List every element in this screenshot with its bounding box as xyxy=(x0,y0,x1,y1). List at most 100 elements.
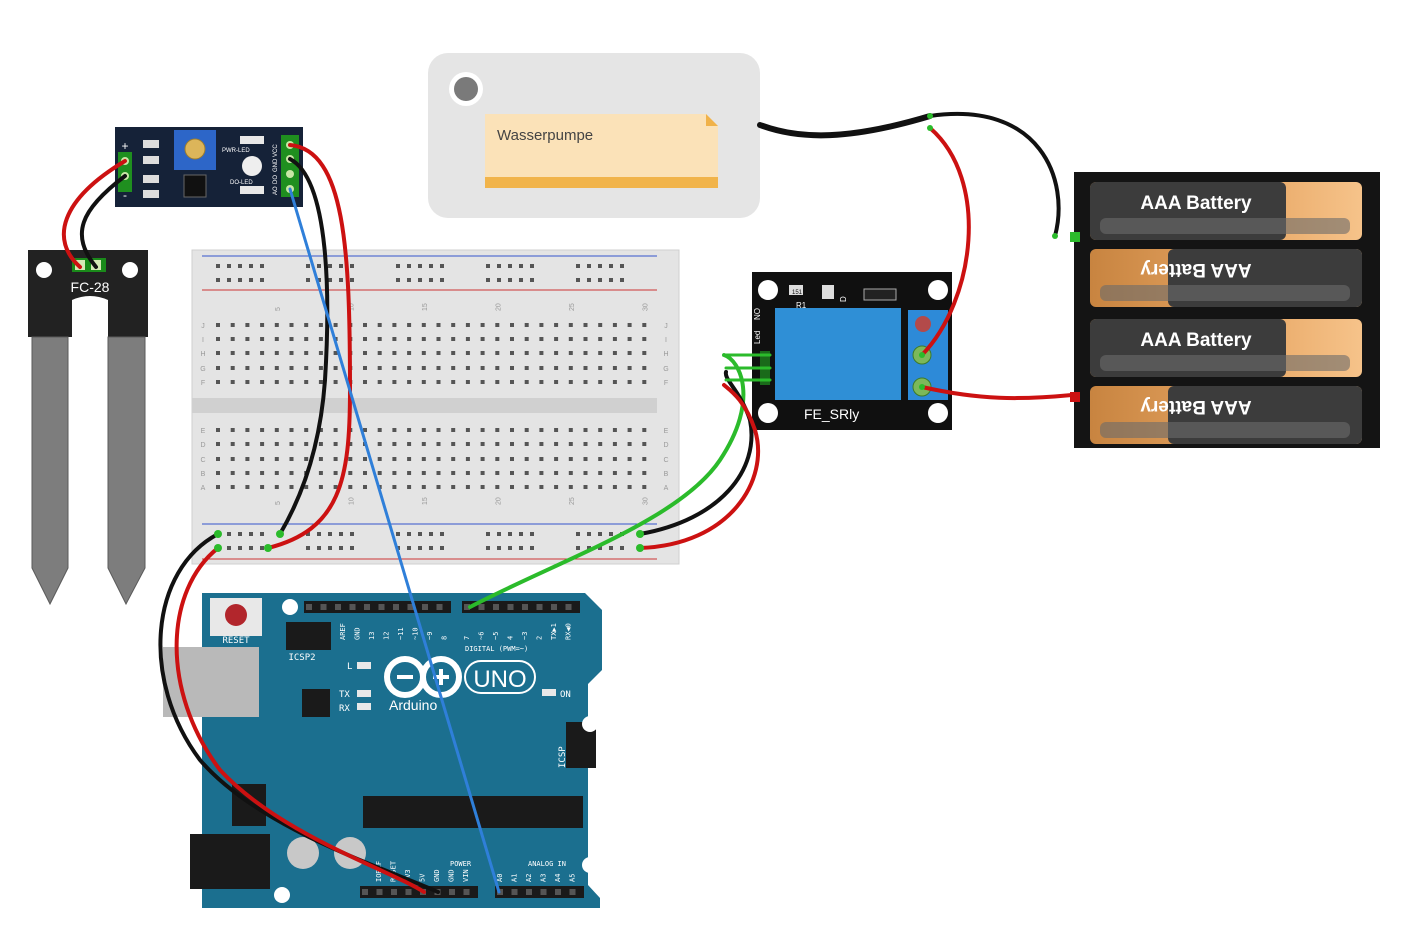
breadboard-hole[interactable] xyxy=(363,485,367,489)
breadboard-hole[interactable] xyxy=(377,337,382,341)
breadboard-hole[interactable] xyxy=(495,337,500,341)
breadboard-hole[interactable] xyxy=(407,380,412,384)
breadboard-hole[interactable] xyxy=(274,485,279,489)
breadboard-hole[interactable] xyxy=(587,278,591,282)
breadboard-hole[interactable] xyxy=(245,337,250,341)
breadboard-hole[interactable] xyxy=(289,351,294,355)
breadboard-hole[interactable] xyxy=(306,546,310,550)
breadboard-hole[interactable] xyxy=(238,546,242,550)
breadboard-hole[interactable] xyxy=(554,366,559,370)
header-pin[interactable] xyxy=(449,889,455,895)
breadboard-hole[interactable] xyxy=(510,457,514,461)
breadboard-hole[interactable] xyxy=(230,380,235,384)
header-pin[interactable] xyxy=(405,889,412,895)
breadboard-hole[interactable] xyxy=(486,278,490,282)
breadboard-hole[interactable] xyxy=(421,380,426,384)
breadboard-hole[interactable] xyxy=(230,485,235,489)
breadboard-hole[interactable] xyxy=(328,264,332,268)
breadboard-hole[interactable] xyxy=(318,485,323,489)
breadboard-hole[interactable] xyxy=(598,351,603,355)
breadboard-hole[interactable] xyxy=(421,323,426,327)
breadboard-hole[interactable] xyxy=(350,278,354,282)
header-pin[interactable] xyxy=(378,604,385,610)
breadboard-hole[interactable] xyxy=(609,278,613,282)
breadboard-hole[interactable] xyxy=(465,366,470,370)
wire-red[interactable] xyxy=(638,383,761,550)
breadboard-hole[interactable] xyxy=(480,428,485,432)
breadboard-hole[interactable] xyxy=(260,366,265,370)
breadboard-hole[interactable] xyxy=(421,337,426,341)
breadboard-hole[interactable] xyxy=(612,457,617,461)
breadboard-hole[interactable] xyxy=(429,532,433,536)
breadboard-hole[interactable] xyxy=(583,485,588,489)
header-pin[interactable] xyxy=(540,889,547,895)
breadboard-hole[interactable] xyxy=(627,351,632,355)
breadboard-hole[interactable] xyxy=(609,264,613,268)
breadboard-hole[interactable] xyxy=(227,546,231,550)
breadboard-hole[interactable] xyxy=(333,428,338,432)
breadboard-hole[interactable] xyxy=(396,532,400,536)
breadboard-hole[interactable] xyxy=(436,442,441,446)
breadboard-hole[interactable] xyxy=(289,337,294,341)
breadboard-hole[interactable] xyxy=(583,323,588,327)
breadboard-hole[interactable] xyxy=(318,366,323,370)
breadboard-hole[interactable] xyxy=(576,264,580,268)
breadboard-hole[interactable] xyxy=(539,380,544,384)
breadboard-hole[interactable] xyxy=(568,485,573,489)
breadboard-hole[interactable] xyxy=(598,380,603,384)
breadboard-hole[interactable] xyxy=(524,428,529,432)
breadboard-hole[interactable] xyxy=(274,428,279,432)
breadboard-hole[interactable] xyxy=(510,442,514,446)
breadboard-hole[interactable] xyxy=(568,337,573,341)
breadboard-hole[interactable] xyxy=(339,278,343,282)
breadboard-hole[interactable] xyxy=(260,532,264,536)
wire-red[interactable] xyxy=(174,546,426,894)
breadboard-hole[interactable] xyxy=(510,366,514,370)
breadboard-hole[interactable] xyxy=(539,428,544,432)
breadboard-hole[interactable] xyxy=(363,380,367,384)
breadboard-hole[interactable] xyxy=(260,457,265,461)
breadboard-hole[interactable] xyxy=(583,337,588,341)
breadboard-hole[interactable] xyxy=(524,323,529,327)
breadboard-hole[interactable] xyxy=(554,380,559,384)
wire-blue[interactable] xyxy=(288,187,501,894)
breadboard-hole[interactable] xyxy=(568,366,573,370)
breadboard-hole[interactable] xyxy=(260,337,265,341)
header-pin[interactable] xyxy=(522,604,528,610)
breadboard-hole[interactable] xyxy=(230,457,235,461)
breadboard-hole[interactable] xyxy=(304,485,309,489)
breadboard-hole[interactable] xyxy=(486,546,490,550)
breadboard-hole[interactable] xyxy=(568,380,573,384)
breadboard-hole[interactable] xyxy=(598,546,602,550)
breadboard-hole[interactable] xyxy=(530,546,534,550)
breadboard-hole[interactable] xyxy=(306,264,310,268)
breadboard-hole[interactable] xyxy=(495,485,500,489)
breadboard-hole[interactable] xyxy=(339,264,343,268)
breadboard-hole[interactable] xyxy=(274,351,279,355)
breadboard-hole[interactable] xyxy=(216,278,220,282)
breadboard-hole[interactable] xyxy=(451,366,456,370)
breadboard-hole[interactable] xyxy=(612,442,617,446)
header-pin[interactable] xyxy=(511,889,518,895)
breadboard-hole[interactable] xyxy=(554,323,559,327)
breadboard-hole[interactable] xyxy=(539,485,544,489)
breadboard-hole[interactable] xyxy=(612,337,617,341)
breadboard-hole[interactable] xyxy=(429,546,433,550)
breadboard-hole[interactable] xyxy=(392,337,397,341)
breadboard-hole[interactable] xyxy=(245,428,250,432)
breadboard-hole[interactable] xyxy=(451,457,456,461)
breadboard-hole[interactable] xyxy=(612,428,617,432)
breadboard-hole[interactable] xyxy=(328,532,332,536)
header-pin[interactable] xyxy=(536,604,543,610)
breadboard-hole[interactable] xyxy=(612,471,617,475)
breadboard-hole[interactable] xyxy=(260,485,265,489)
breadboard-hole[interactable] xyxy=(524,351,529,355)
breadboard-hole[interactable] xyxy=(216,351,220,355)
breadboard-hole[interactable] xyxy=(304,337,309,341)
header-pin[interactable] xyxy=(507,604,514,610)
breadboard-hole[interactable] xyxy=(260,442,265,446)
breadboard-hole[interactable] xyxy=(495,380,500,384)
breadboard-hole[interactable] xyxy=(407,337,412,341)
breadboard-hole[interactable] xyxy=(304,323,309,327)
breadboard-hole[interactable] xyxy=(598,428,603,432)
